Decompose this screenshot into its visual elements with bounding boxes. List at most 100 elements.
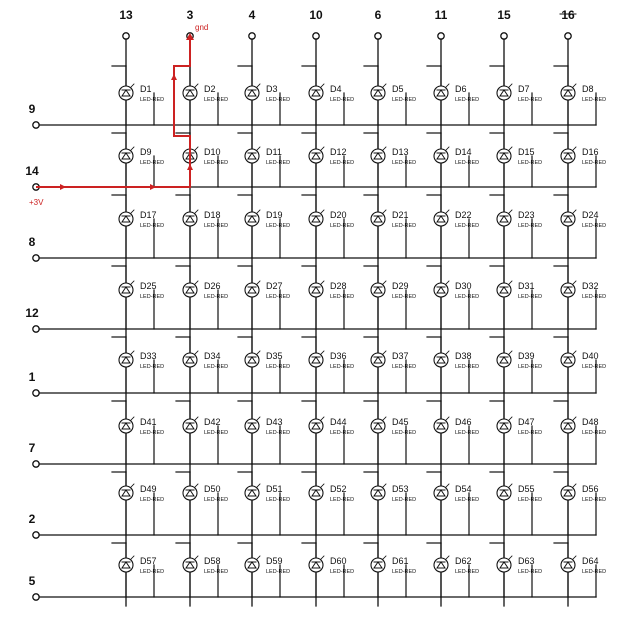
led-diode xyxy=(553,336,597,394)
diode-triangle xyxy=(499,422,509,430)
diode-label: D24 xyxy=(582,210,599,220)
led-diode xyxy=(363,400,407,465)
column-pin-label: 3 xyxy=(187,8,194,22)
wires xyxy=(32,32,597,607)
diode-type-label: LED-RED xyxy=(266,430,290,436)
led-diode xyxy=(489,194,533,259)
led-diode xyxy=(237,194,281,259)
diode-triangle xyxy=(185,356,195,364)
diode-body xyxy=(370,85,386,101)
diodes xyxy=(111,65,597,598)
highlighted-path xyxy=(36,33,194,190)
diode-emission xyxy=(445,416,450,421)
diode-body xyxy=(308,557,324,573)
diode-triangle xyxy=(121,356,131,364)
diode-triangle xyxy=(563,215,573,223)
row-pin-terminal xyxy=(32,121,40,129)
diode-type-label: LED-RED xyxy=(392,97,416,103)
diode-type-label: LED-RED xyxy=(582,497,606,503)
led-diode xyxy=(426,336,470,394)
led-diode xyxy=(363,471,407,536)
diode-type-label: LED-RED xyxy=(330,569,354,575)
diode-label: D62 xyxy=(455,556,472,566)
diode-type-label: LED-RED xyxy=(392,497,416,503)
diode-label: D45 xyxy=(392,417,409,427)
diode-triangle xyxy=(499,286,509,294)
diode-label: D34 xyxy=(204,351,221,361)
diode-triangle xyxy=(247,215,257,223)
diode-triangle xyxy=(121,422,131,430)
row-pin-label: 7 xyxy=(29,441,36,455)
supply-label: +3V xyxy=(29,198,44,207)
diode-triangle xyxy=(373,561,383,569)
diode-label: D57 xyxy=(140,556,157,566)
diode-emission xyxy=(130,350,135,355)
diode-type-label: LED-RED xyxy=(392,223,416,229)
diode-body xyxy=(560,148,576,164)
diode-type-label: LED-RED xyxy=(582,430,606,436)
diode-triangle xyxy=(185,286,195,294)
diode-label: D43 xyxy=(266,417,283,427)
diode-triangle xyxy=(121,215,131,223)
diode-body xyxy=(118,485,134,501)
diode-triangle xyxy=(499,215,509,223)
diode-type-label: LED-RED xyxy=(455,569,479,575)
diode-type-label: LED-RED xyxy=(518,97,542,103)
led-diode xyxy=(426,65,470,126)
diode-emission xyxy=(194,209,199,214)
diode-body xyxy=(118,352,134,368)
diode-emission xyxy=(130,280,135,285)
diode-emission xyxy=(508,146,513,151)
led-diode xyxy=(111,194,155,259)
diode-type-label: LED-RED xyxy=(204,364,228,370)
diode-label: D56 xyxy=(582,484,599,494)
diode-body xyxy=(433,148,449,164)
diode-type-label: LED-RED xyxy=(455,364,479,370)
diode-type-label: LED-RED xyxy=(140,364,164,370)
diode-label: D22 xyxy=(455,210,472,220)
diode-triangle xyxy=(373,215,383,223)
diode-triangle xyxy=(499,561,509,569)
diode-label: D54 xyxy=(455,484,472,494)
diode-type-label: LED-RED xyxy=(392,364,416,370)
supply-arrow xyxy=(150,184,156,190)
led-diode xyxy=(175,400,219,465)
diode-label: D26 xyxy=(204,281,221,291)
diode-triangle xyxy=(121,152,131,160)
diode-emission xyxy=(320,280,325,285)
row-pin-label: 5 xyxy=(29,574,36,588)
diode-emission xyxy=(320,83,325,88)
led-diode xyxy=(426,471,470,536)
diode-triangle xyxy=(121,489,131,497)
diode-label: D49 xyxy=(140,484,157,494)
led-diode xyxy=(489,336,533,394)
diode-type-label: LED-RED xyxy=(455,497,479,503)
diode-emission xyxy=(320,416,325,421)
led-diode xyxy=(489,132,533,188)
diode-triangle xyxy=(247,356,257,364)
diode-triangle xyxy=(121,89,131,97)
led-diode xyxy=(301,194,345,259)
diode-type-label: LED-RED xyxy=(455,294,479,300)
diode-body xyxy=(308,418,324,434)
diode-body xyxy=(370,557,386,573)
diode-triangle xyxy=(499,489,509,497)
led-diode xyxy=(301,336,345,394)
diode-triangle xyxy=(311,152,321,160)
diode-label: D27 xyxy=(266,281,283,291)
diode-emission xyxy=(445,483,450,488)
diode-type-label: LED-RED xyxy=(330,160,354,166)
led-diode xyxy=(237,542,281,598)
diode-type-label: LED-RED xyxy=(140,497,164,503)
diode-type-label: LED-RED xyxy=(582,160,606,166)
diode-type-label: LED-RED xyxy=(266,569,290,575)
diode-triangle xyxy=(373,356,383,364)
diode-type-label: LED-RED xyxy=(518,294,542,300)
diode-emission xyxy=(256,280,261,285)
diode-body xyxy=(433,211,449,227)
diode-type-label: LED-RED xyxy=(518,223,542,229)
diode-emission xyxy=(130,83,135,88)
column-pin-terminal xyxy=(374,32,382,40)
diode-body xyxy=(370,211,386,227)
